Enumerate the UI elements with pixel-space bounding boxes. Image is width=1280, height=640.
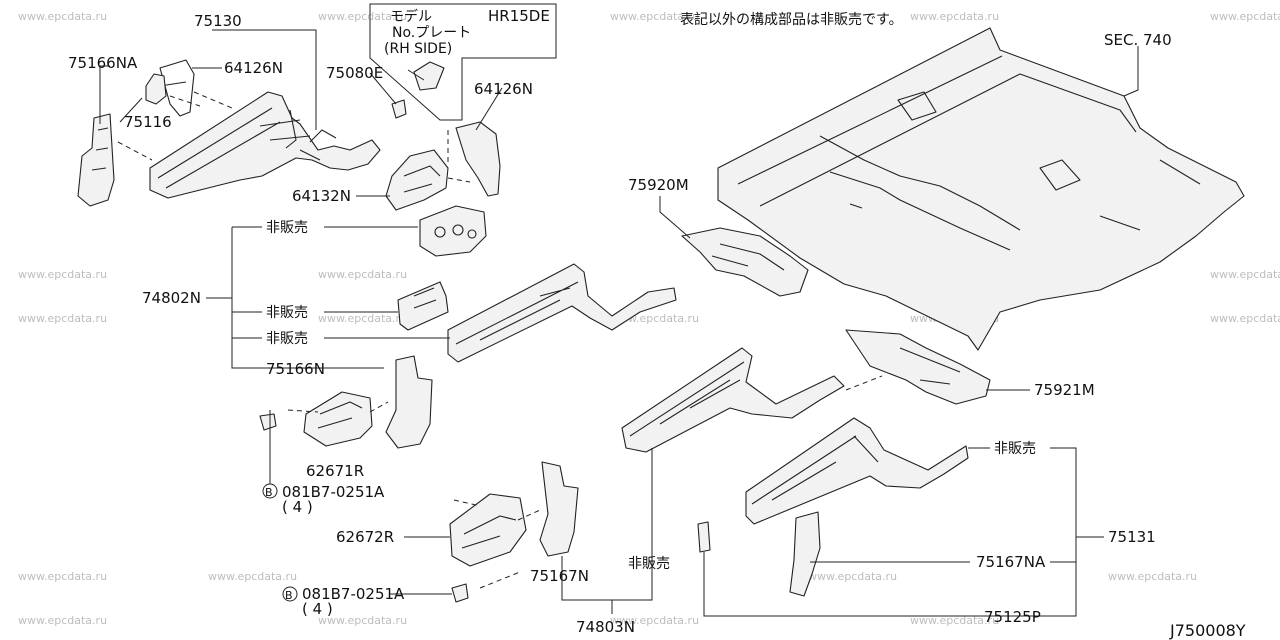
label-not-sold-4: 非販売 xyxy=(994,441,1036,457)
bracket-62671R-drawing xyxy=(287,391,389,447)
bracket-64132N-drawing xyxy=(385,149,449,211)
front-side-member-assembly-drawing xyxy=(149,59,381,199)
watermark: www.epcdata.ru xyxy=(18,614,107,627)
bracket-75921M-drawing xyxy=(845,329,991,405)
label-62672R: 62672R xyxy=(336,528,394,546)
callout-side-label: (RH SIDE) xyxy=(384,41,452,57)
bolt-062671-drawing xyxy=(259,413,277,431)
callout-plate-label: No.プレート xyxy=(392,25,471,41)
watermark: www.epcdata.ru xyxy=(318,614,407,627)
label-64126N-left: 64126N xyxy=(224,59,283,77)
sale-note: 表記以外の構成部品は非販売です。 xyxy=(680,11,903,28)
label-64132N: 64132N xyxy=(292,187,351,205)
label-74803N: 74803N xyxy=(576,618,635,636)
label-bolt-1: 081B7-0251A xyxy=(282,483,385,501)
bracket-75116-drawing xyxy=(145,73,167,105)
watermark: www.epcdata.ru xyxy=(1210,312,1280,325)
label-74802N: 74802N xyxy=(142,289,201,307)
leader-lines xyxy=(99,29,1139,617)
label-not-sold-5: 非販売 xyxy=(628,556,670,572)
label-75125P: 75125P xyxy=(984,608,1041,626)
bolt-marker-1 xyxy=(262,483,278,499)
watermark: www.epcdata.ru xyxy=(610,614,699,627)
dashed-guides-top-center xyxy=(447,130,471,183)
label-75130: 75130 xyxy=(194,12,242,30)
gusset-75167NA-drawing xyxy=(789,511,821,597)
gusset-75167N-drawing xyxy=(539,461,579,557)
bracket-75166NA-drawing xyxy=(77,113,115,207)
watermark: www.epcdata.ru xyxy=(18,570,107,583)
watermark: www.epcdata.ru xyxy=(808,570,897,583)
dashed-guides-topleft xyxy=(117,91,233,161)
label-75131: 75131 xyxy=(1108,528,1156,546)
bolt-062672-drawing xyxy=(451,583,469,603)
bracket-75920M-drawing xyxy=(681,227,809,297)
watermark: www.epcdata.ru xyxy=(318,268,407,281)
watermark: www.epcdata.ru xyxy=(1210,10,1280,23)
label-not-sold-1: 非販売 xyxy=(266,220,308,236)
member-74802N-rail-drawing xyxy=(447,263,677,363)
watermark: www.epcdata.ru xyxy=(18,312,107,325)
label-bolt-2: 081B7-0251A xyxy=(302,585,405,603)
label-not-sold-3: 非販売 xyxy=(266,331,308,347)
watermark: www.epcdata.ru xyxy=(318,312,407,325)
watermark: www.epcdata.ru xyxy=(910,10,999,23)
label-75166NA: 75166NA xyxy=(68,54,138,72)
gusset-75166N-drawing xyxy=(385,355,433,449)
callout-model-label: モデル xyxy=(390,8,432,25)
bolt-marker-2 xyxy=(282,586,298,602)
bracket-75125P-drawing xyxy=(697,521,711,553)
bolt-marker-2-letter: B xyxy=(285,589,293,602)
label-75166N: 75166N xyxy=(266,360,325,378)
floor-panel-sec740-drawing xyxy=(717,27,1245,351)
label-62671R: 62671R xyxy=(306,462,364,480)
watermark: www.epcdata.ru xyxy=(18,268,107,281)
label-bolt-2-qty: ( 4 ) xyxy=(302,600,333,618)
label-bolt-1-qty: ( 4 ) xyxy=(282,498,313,516)
callout-engine-label: HR15DE xyxy=(488,7,550,25)
watermark: www.epcdata.ru xyxy=(1108,570,1197,583)
label-75080E: 75080E xyxy=(326,64,383,82)
model-plate-callout: モデル No.プレート (RH SIDE) HR15DE xyxy=(369,3,557,121)
watermark: www.epcdata.ru xyxy=(610,10,699,23)
label-75116: 75116 xyxy=(124,113,172,131)
label-not-sold-2: 非販売 xyxy=(266,305,308,321)
bolt-marker-1-letter: B xyxy=(265,486,273,499)
label-sec740: SEC. 740 xyxy=(1104,31,1172,49)
watermark: www.epcdata.ru xyxy=(318,10,407,23)
watermark: www.epcdata.ru xyxy=(910,614,999,627)
member-74802N-plate-drawing xyxy=(397,281,449,331)
label-75167NA: 75167NA xyxy=(976,553,1046,571)
part-labels: 表記以外の構成部品は非販売です。 75130 75166NA 64126N 75… xyxy=(68,11,1246,640)
bracket-62672R-drawing xyxy=(449,493,541,589)
watermark: www.epcdata.ru xyxy=(1210,268,1280,281)
label-75920M: 75920M xyxy=(628,176,689,194)
member-74802N-bracket-drawing xyxy=(419,205,487,257)
rivet-75080E-drawing xyxy=(391,99,407,119)
watermark: www.epcdata.ru xyxy=(208,570,297,583)
watermark: www.epcdata.ru xyxy=(18,10,107,23)
member-75131-rail-drawing xyxy=(745,417,969,525)
panel-64126N-drawing xyxy=(455,121,501,197)
member-74803N-rail-drawing xyxy=(621,347,845,453)
label-75921M: 75921M xyxy=(1034,381,1095,399)
diagram-code: J750008Y xyxy=(1169,621,1246,640)
label-75167N: 75167N xyxy=(530,567,589,585)
label-64126N-right: 64126N xyxy=(474,80,533,98)
